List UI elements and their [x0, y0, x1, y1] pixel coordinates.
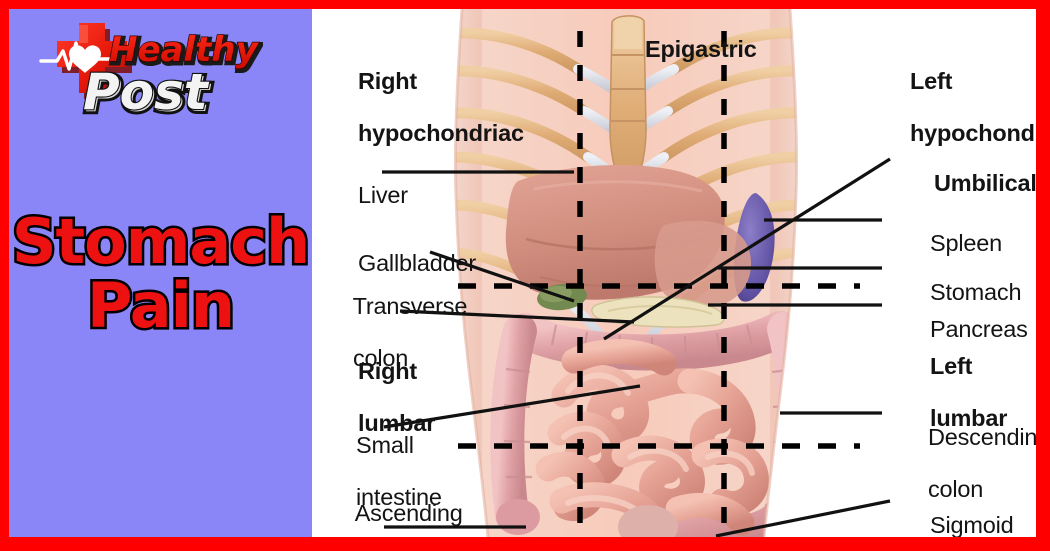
label-descending-colon-line1: Descending — [927, 423, 1036, 450]
logo-word-healthy: Healthy Healthy — [108, 29, 263, 74]
label-gallbladder: Gallbladder — [320, 225, 476, 303]
rectum-organ — [618, 505, 678, 537]
label-gallbladder-text: Gallbladder — [357, 249, 476, 276]
title-line-2: Pain — [84, 269, 237, 343]
label-stomach: Stomach — [892, 254, 1022, 332]
label-small-intestine-line1: Small — [355, 431, 414, 458]
label-spleen-text: Spleen — [929, 229, 1002, 256]
anatomy-illustration — [382, 9, 891, 537]
label-sigmoid-colon: Sigmoid colon — [892, 487, 1014, 537]
label-left-lumbar-line2: lumbar — [929, 404, 1008, 431]
label-descending-colon: Descending colon — [890, 399, 1036, 528]
label-right-lumbar: Right lumbar — [320, 333, 435, 462]
label-sigmoid-colon-line1: Sigmoid — [929, 511, 1014, 537]
leader-sigmoid-colon — [715, 499, 891, 537]
label-left-lumbar-line1: Left — [929, 352, 973, 379]
pancreas-organ — [591, 296, 725, 328]
label-transverse-colon: Transverse colon — [315, 268, 468, 397]
label-left-lumbar: Left lumbar — [892, 328, 1007, 457]
stomach-organ — [654, 220, 752, 308]
label-left-hypochondriac-line1: Left — [909, 67, 953, 94]
label-transverse-colon-line2: colon — [352, 344, 409, 371]
torso-body — [455, 9, 797, 537]
leader-transverse-colon — [399, 309, 635, 324]
healthy-post-logo[interactable]: Healthy Healthy Post Post — [23, 17, 263, 125]
label-right-hypochondriac-line2: hypochondriac — [357, 119, 524, 146]
label-small-intestine-line2: intestine — [355, 483, 442, 510]
label-right-lumbar-line2: lumbar — [357, 409, 436, 436]
leader-small-intestine — [383, 384, 641, 429]
label-umbilical-text: Umbilical — [933, 169, 1036, 196]
label-left-hypochondriac-line2: hypochondriac — [909, 119, 1036, 146]
label-right-hypochondriac-line1: Right — [357, 67, 418, 94]
torso-outline-left — [453, 9, 490, 537]
page-title: Stomach Pain — [9, 205, 312, 343]
label-descending-colon-line2: colon — [927, 475, 984, 502]
anatomy-diagram-panel: Epigastric Right hypochondriac Liver Gal… — [312, 9, 1036, 537]
label-umbilical: Umbilical — [896, 145, 1036, 223]
torso-outline-right — [762, 9, 799, 537]
label-ascending-colon-line1: Ascending — [354, 499, 463, 526]
label-right-hypochondriac: Right hypochondriac — [320, 43, 524, 172]
leader-lines — [382, 157, 891, 537]
label-pancreas-text: Pancreas — [929, 315, 1028, 342]
label-epigastric-text: Epigastric — [644, 35, 757, 62]
label-small-intestine: Small intestine — [318, 407, 442, 536]
label-spleen: Spleen — [892, 205, 1002, 283]
label-stomach-text: Stomach — [929, 278, 1022, 305]
label-pancreas: Pancreas — [892, 291, 1028, 369]
leader-umbilical — [603, 157, 891, 341]
logo-healthy-shadow: Healthy — [111, 32, 262, 72]
branding-panel: Healthy Healthy Post Post Stomach Pain — [9, 9, 312, 537]
label-right-lumbar-line1: Right — [357, 357, 418, 384]
label-epigastric: Epigastric — [607, 11, 757, 89]
label-liver: Liver — [320, 157, 408, 235]
heart-icon — [69, 45, 101, 73]
logo-post-shadow: Post — [85, 65, 212, 123]
logo-post-text: Post — [83, 63, 210, 121]
leader-gallbladder — [429, 250, 575, 303]
title-line-1: Stomach — [9, 205, 312, 278]
label-liver-text: Liver — [357, 181, 408, 208]
label-left-hypochondriac: Left hypochondriac — [872, 43, 1036, 172]
logo-word-post: Post Post — [82, 62, 215, 125]
label-transverse-colon-line1: Transverse — [352, 292, 468, 319]
logo-healthy-text: Healthy — [109, 30, 260, 70]
label-ascending-colon: Ascending colon — [318, 475, 463, 537]
region-grid — [458, 31, 860, 537]
